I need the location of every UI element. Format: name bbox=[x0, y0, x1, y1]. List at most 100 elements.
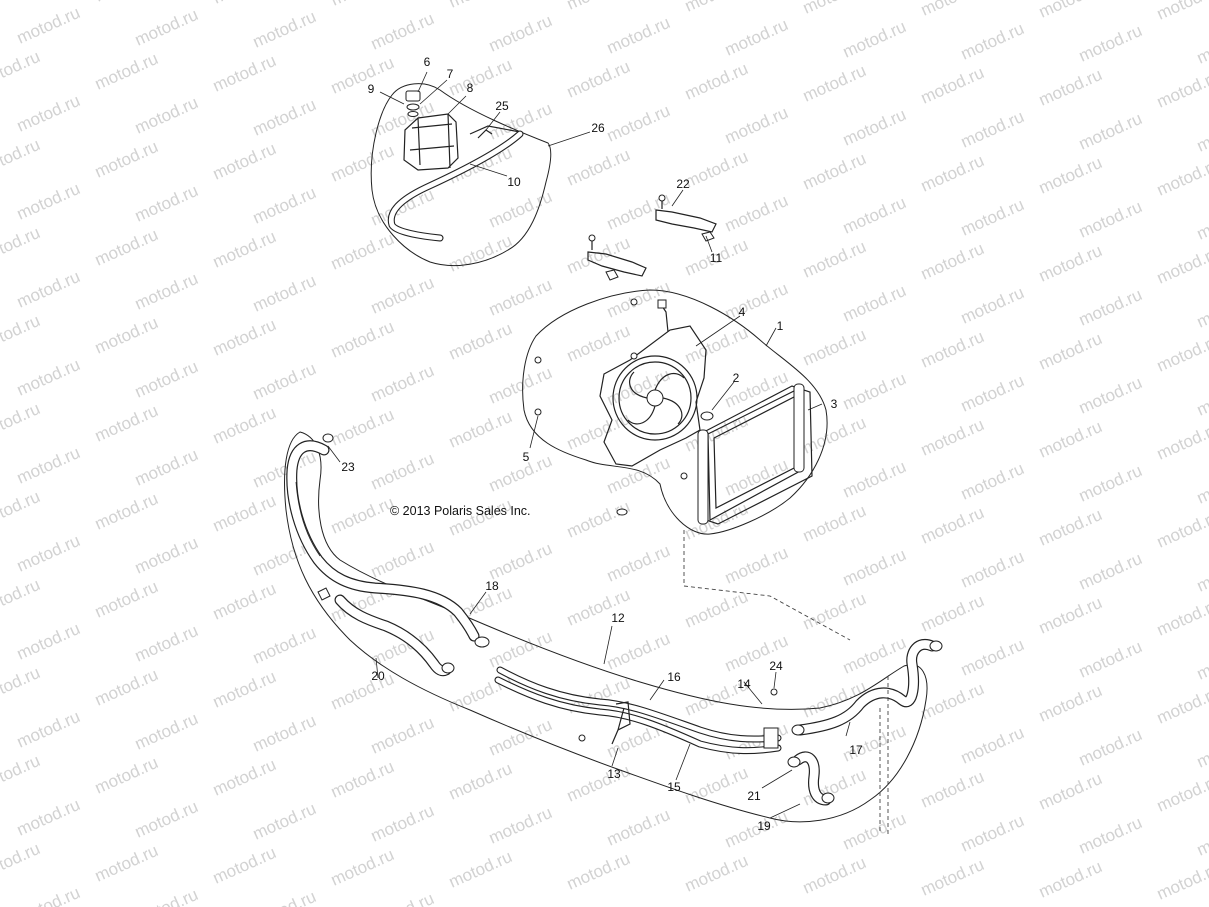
watermark-text: motod.ru bbox=[92, 665, 161, 710]
callout-2: 2 bbox=[733, 371, 740, 385]
watermark-text: motod.ru bbox=[958, 459, 1027, 504]
watermark-text: motod.ru bbox=[564, 233, 633, 278]
overflow-hose bbox=[388, 131, 523, 241]
watermark-text: motod.ru bbox=[486, 363, 555, 408]
watermark-text: motod.ru bbox=[328, 141, 397, 186]
watermark-text: motod.ru bbox=[0, 487, 43, 532]
watermark-text: motod.ru bbox=[368, 801, 437, 846]
watermark-text: motod.ru bbox=[132, 5, 201, 50]
watermark-text: motod.ru bbox=[604, 277, 673, 322]
watermark-text: motod.ru bbox=[564, 145, 633, 190]
watermark-text: motod.ru bbox=[210, 667, 279, 712]
watermark-text: motod.ru bbox=[958, 723, 1027, 768]
watermark-text: motod.ru bbox=[446, 759, 515, 804]
watermark-text: motod.ru bbox=[486, 451, 555, 496]
watermark-text: motod.ru bbox=[958, 371, 1027, 416]
watermark-text: motod.ru bbox=[250, 887, 319, 907]
callout-1: 1 bbox=[777, 319, 784, 333]
watermark-text: motod.ru bbox=[92, 49, 161, 94]
reservoir-tank bbox=[403, 113, 459, 171]
callout-13: 13 bbox=[607, 767, 621, 781]
fastener bbox=[680, 472, 688, 480]
watermark-text: motod.ru bbox=[486, 187, 555, 232]
watermark-text: motod.ru bbox=[564, 57, 633, 102]
watermark-text: motod.ru bbox=[368, 9, 437, 54]
watermark-text: motod.ru bbox=[0, 839, 43, 884]
watermark-text: motod.ru bbox=[604, 101, 673, 146]
watermark-text: motod.ru bbox=[14, 179, 83, 224]
cap-gasket bbox=[407, 111, 419, 117]
watermark-text: motod.ru bbox=[604, 13, 673, 58]
watermark-text: motod.ru bbox=[1036, 769, 1105, 814]
watermark-text: motod.ru bbox=[958, 19, 1027, 64]
watermark-text: motod.ru bbox=[958, 283, 1027, 328]
watermark-text: motod.ru bbox=[1194, 727, 1209, 772]
watermark-text: motod.ru bbox=[958, 195, 1027, 240]
watermark-text: motod.ru bbox=[564, 0, 633, 14]
watermark-text: motod.ru bbox=[328, 493, 397, 538]
watermark-text: motod.ru bbox=[0, 575, 43, 620]
watermark-text: motod.ru bbox=[840, 369, 909, 414]
watermark-text: motod.ru bbox=[918, 151, 987, 196]
watermark-text: motod.ru bbox=[92, 489, 161, 534]
grommet bbox=[616, 508, 628, 516]
watermark-text: motod.ru bbox=[132, 445, 201, 490]
reservoir-group-outline bbox=[370, 83, 552, 267]
watermark-text: motod.ru bbox=[1194, 199, 1209, 244]
watermark-text: motod.ru bbox=[446, 319, 515, 364]
watermark-text: motod.ru bbox=[132, 533, 201, 578]
watermark-text: motod.ru bbox=[918, 63, 987, 108]
watermark-text: motod.ru bbox=[918, 327, 987, 372]
watermark-text: motod.ru bbox=[1194, 287, 1209, 332]
bracket-left bbox=[587, 251, 647, 277]
callout-7: 7 bbox=[447, 67, 454, 81]
hose-clamp-19 bbox=[821, 792, 835, 804]
watermark-text: motod.ru bbox=[840, 281, 909, 326]
watermark-text: motod.ru bbox=[328, 53, 397, 98]
watermark-text: motod.ru bbox=[486, 11, 555, 56]
watermark-text: motod.ru bbox=[1154, 243, 1209, 288]
watermark-text: motod.ru bbox=[14, 619, 83, 664]
watermark-text: motod.ru bbox=[0, 223, 43, 268]
watermark-text: motod.ru bbox=[250, 183, 319, 228]
watermark-text: motod.ru bbox=[250, 623, 319, 668]
watermark-text: motod.ru bbox=[1194, 551, 1209, 596]
tube-clamp-14 bbox=[763, 727, 779, 749]
watermark-text: motod.ru bbox=[210, 315, 279, 360]
watermark-text: motod.ru bbox=[210, 579, 279, 624]
callout-15: 15 bbox=[667, 780, 681, 794]
fan-ring bbox=[612, 355, 698, 441]
fan-hub bbox=[646, 389, 664, 407]
watermark-text: motod.ru bbox=[1154, 331, 1209, 376]
watermark-text: motod.ru bbox=[1154, 419, 1209, 464]
fastener bbox=[630, 298, 638, 306]
watermark-text: motod.ru bbox=[564, 409, 633, 454]
watermark-text: motod.ru bbox=[958, 107, 1027, 152]
watermark-text: motod.ru bbox=[1194, 375, 1209, 420]
watermark-text: motod.ru bbox=[722, 543, 791, 588]
watermark-text: motod.ru bbox=[840, 105, 909, 150]
callout-24: 24 bbox=[769, 659, 783, 673]
watermark-text: motod.ru bbox=[958, 811, 1027, 856]
upper-radiator-hose bbox=[287, 441, 479, 641]
watermark-text: motod.ru bbox=[1076, 373, 1145, 418]
watermark-text: motod.ru bbox=[840, 809, 909, 854]
watermark-text: motod.ru bbox=[1076, 549, 1145, 594]
watermark-text: motod.ru bbox=[722, 455, 791, 500]
watermark-text: motod.ru bbox=[92, 753, 161, 798]
coolant-tube-lower bbox=[495, 677, 781, 754]
hose-clamp-17b bbox=[791, 724, 805, 736]
watermark-text: motod.ru bbox=[14, 91, 83, 136]
watermark-text: motod.ru bbox=[446, 55, 515, 100]
clamp-bolt-24 bbox=[770, 688, 778, 696]
watermark-text: motod.ru bbox=[92, 401, 161, 446]
watermark-text: motod.ru bbox=[564, 849, 633, 894]
right-radiator-hose bbox=[795, 640, 937, 735]
watermark-text: motod.ru bbox=[1154, 683, 1209, 728]
callout-12: 12 bbox=[611, 611, 625, 625]
watermark-text: motod.ru bbox=[1036, 681, 1105, 726]
watermark-text: motod.ru bbox=[682, 587, 751, 632]
fastener bbox=[630, 352, 638, 360]
callout-23: 23 bbox=[341, 460, 355, 474]
